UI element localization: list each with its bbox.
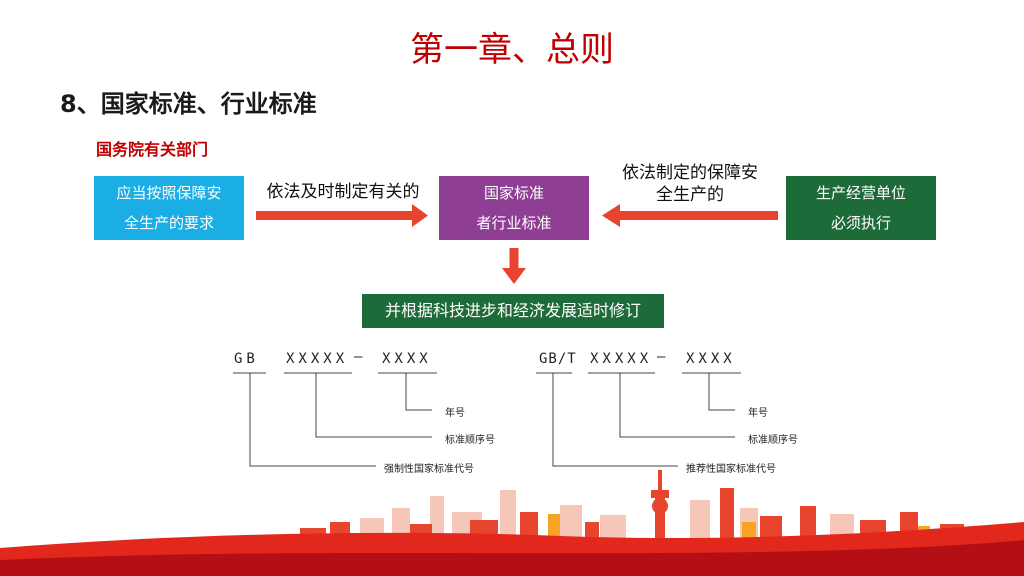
revision-box: 并根据科技进步和经济发展适时修订	[362, 294, 664, 328]
left-seq-label: 标准顺序号	[445, 435, 495, 446]
right-pointing-arrow	[256, 204, 428, 227]
left-code-prefix: GB	[234, 351, 259, 367]
left-year-label: 年号	[445, 408, 465, 419]
right-code-prefix: GB/T	[539, 351, 577, 367]
left-code-number: XXXXX	[286, 351, 349, 367]
right-year-label: 年号	[748, 408, 768, 419]
department-label: 国务院有关部门	[96, 140, 209, 159]
right-code-number: XXXXX	[590, 351, 653, 367]
city-skyline-illustration	[0, 470, 1024, 576]
left-type-label: 强制性国家标准代号	[384, 464, 474, 475]
standard-box: 国家标准 者行业标准	[439, 176, 589, 240]
left-code-dash: —	[354, 349, 363, 365]
left-pointing-arrow	[602, 204, 778, 227]
left-arrow-label: 依法及时制定有关的	[266, 182, 420, 202]
section-title: 8、国家标准、行业标准	[60, 90, 317, 118]
right-arrow-label: 依法制定的保障安 全生产的	[622, 163, 758, 205]
left-code-year: XXXX	[382, 351, 432, 367]
requirement-box: 应当按照保障安 全生产的要求	[94, 176, 244, 240]
right-type-label: 推荐性国家标准代号	[686, 464, 776, 475]
left-code-lines	[233, 372, 437, 467]
right-code-dash: —	[657, 349, 666, 365]
down-pointing-arrow	[502, 248, 526, 284]
enterprise-box: 生产经营单位 必须执行	[786, 176, 936, 240]
right-code-year: XXXX	[686, 351, 736, 367]
page-title: 第一章、总则	[410, 30, 614, 70]
right-seq-label: 标准顺序号	[748, 435, 798, 446]
right-code-lines	[536, 372, 741, 467]
